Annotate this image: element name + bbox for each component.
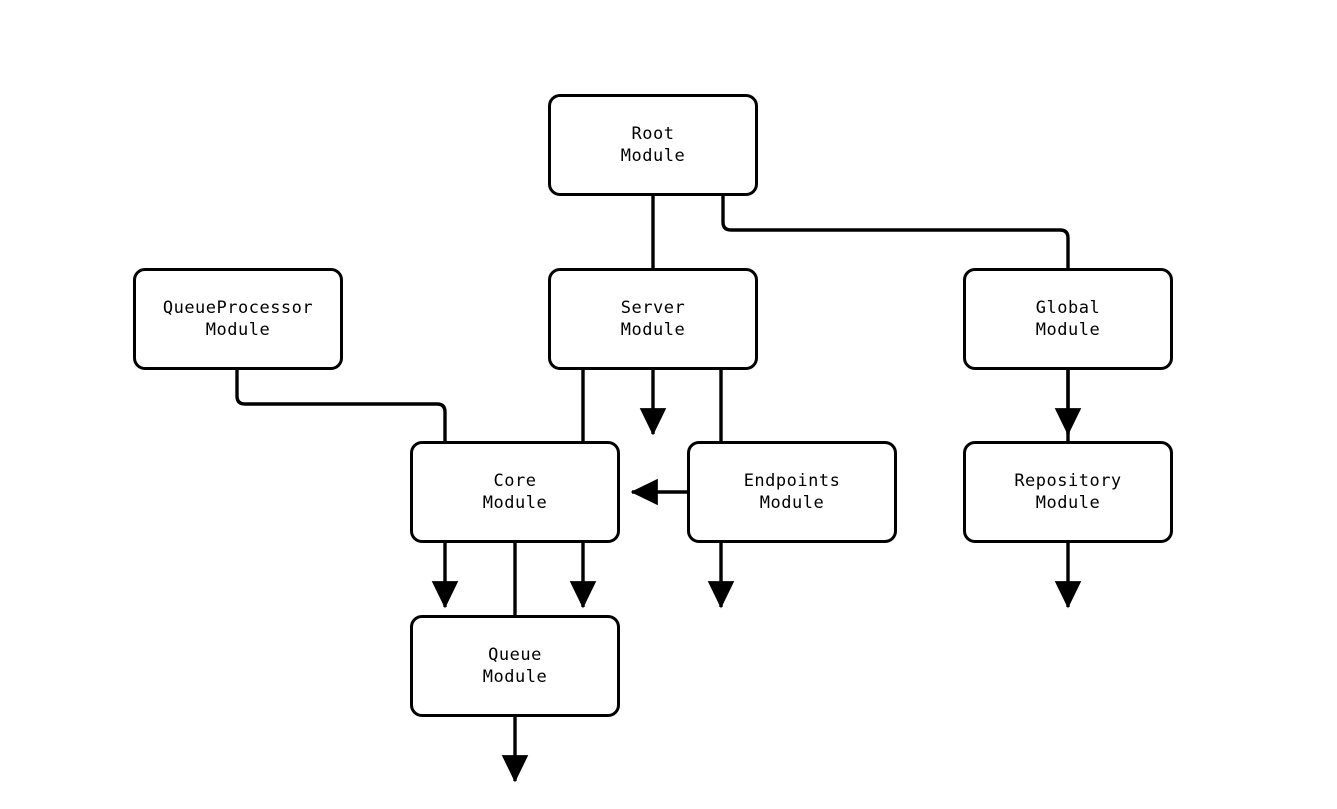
node-queue-module-line1: Queue: [488, 645, 542, 665]
node-server-module[interactable]: Server Module: [548, 268, 758, 370]
node-global-module[interactable]: Global Module: [963, 268, 1173, 370]
node-endpoints-module[interactable]: Endpoints Module: [687, 441, 897, 543]
node-queue-module-line2: Module: [482, 667, 548, 687]
node-core-module-line2: Module: [482, 493, 548, 513]
node-global-module-line1: Global: [1035, 298, 1101, 318]
node-repository-module-line1: Repository: [1014, 471, 1122, 491]
node-server-module-line2: Module: [620, 320, 686, 340]
node-root-module-line1: Root: [631, 124, 675, 144]
node-root-module[interactable]: Root Module: [548, 94, 758, 196]
node-endpoints-module-line1: Endpoints: [743, 471, 841, 491]
node-queue-module[interactable]: Queue Module: [410, 615, 620, 717]
node-queueprocessor-module[interactable]: QueueProcessor Module: [133, 268, 343, 370]
node-core-module-line1: Core: [493, 471, 537, 491]
node-core-module[interactable]: Core Module: [410, 441, 620, 543]
node-repository-module[interactable]: Repository Module: [963, 441, 1173, 543]
node-endpoints-module-line2: Module: [759, 493, 825, 513]
node-queueprocessor-module-line2: Module: [205, 320, 271, 340]
node-repository-module-line2: Module: [1035, 493, 1101, 513]
node-global-module-line2: Module: [1035, 320, 1101, 340]
node-root-module-line2: Module: [620, 146, 686, 166]
node-queueprocessor-module-line1: QueueProcessor: [162, 298, 314, 318]
node-server-module-line1: Server: [620, 298, 686, 318]
